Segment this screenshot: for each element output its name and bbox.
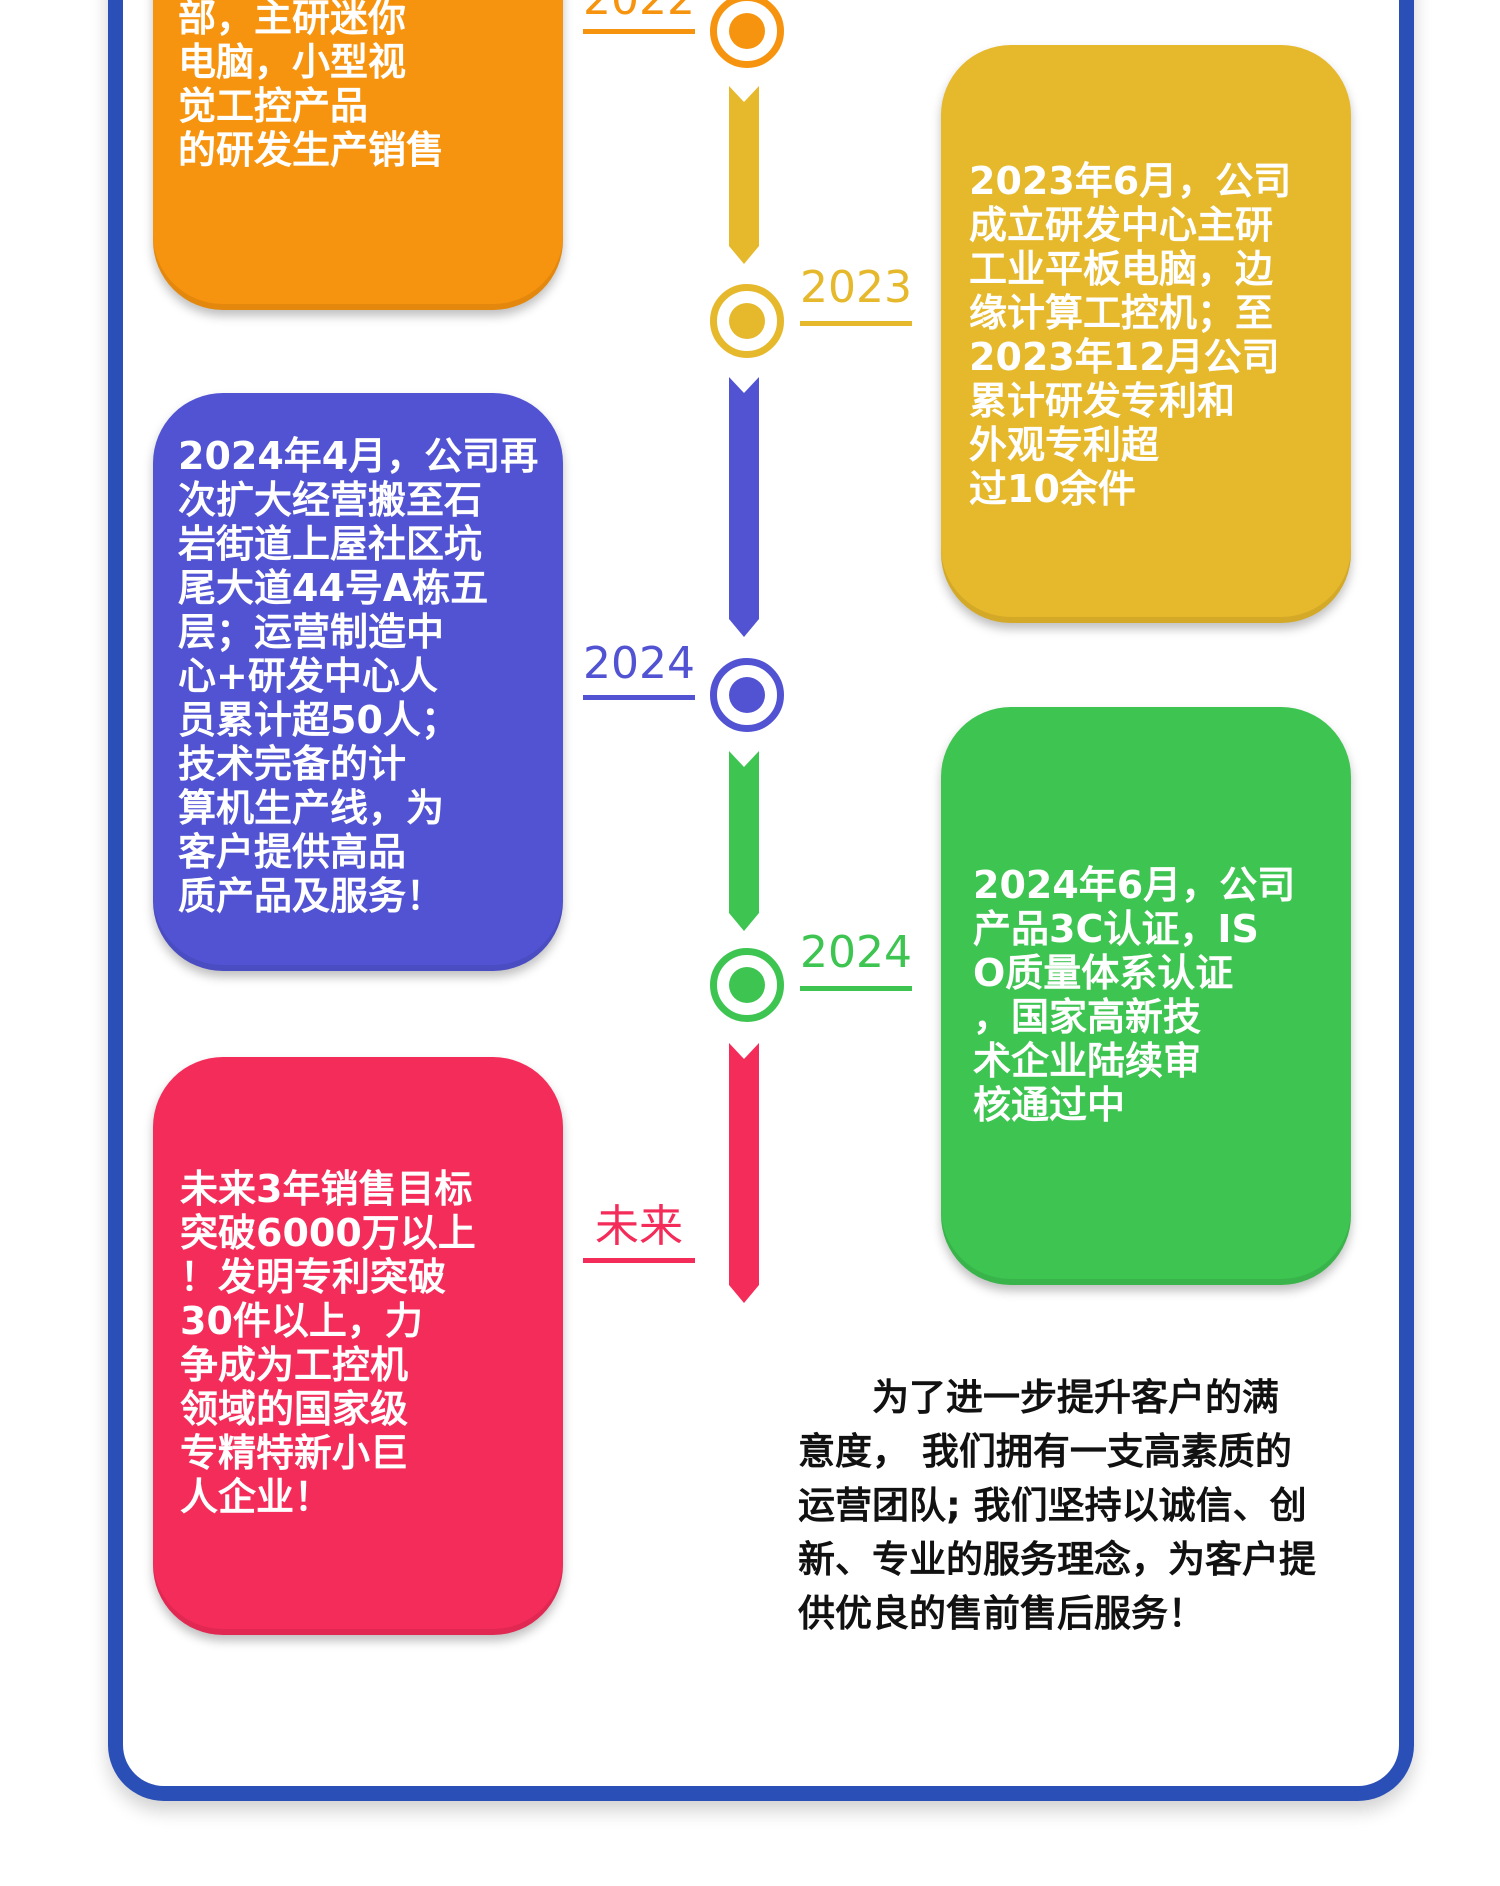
milestone-card-2022: 部，主研迷你 电脑，小型视 觉工控产品 的研发生产销售 [153,0,563,310]
milestone-text-2022: 部，主研迷你 电脑，小型视 觉工控产品 的研发生产销售 [178,0,445,172]
timeline-segment-2022 [729,86,759,264]
timeline-segment-future [729,1043,759,1303]
year-underline-future [583,1258,695,1263]
year-label-2023: 2023 [800,262,912,313]
milestone-text-2024b: 2024年6月，公司 产品3C认证，IS O质量体系认证 ，国家高新技 术企业陆… [973,863,1296,1127]
milestone-card-2024: 2024年4月，公司再 次扩大经营搬至石 岩街道上屋社区坑 尾大道44号A栋五 … [153,393,563,971]
year-underline-2023 [800,321,912,326]
timeline-dot-2024 [710,658,784,732]
year-label-2024: 2024 [583,638,695,689]
milestone-card-2024b: 2024年6月，公司 产品3C认证，IS O质量体系认证 ，国家高新技 术企业陆… [941,707,1351,1285]
timeline-dot-2024b [710,948,784,1022]
timeline-dot-2023 [710,284,784,358]
closing-paragraph: 为了进一步提升客户的满 意度， 我们拥有一支高素质的 运营团队; 我们坚持以诚信… [798,1376,1316,1635]
year-underline-2024b [800,986,912,991]
milestone-text-2023: 2023年6月，公司 成立研发中心主研 工业平板电脑，边 缘计算工控机；至 20… [969,159,1292,511]
year-underline-2024 [583,695,695,700]
year-label-2024b: 2024 [800,927,912,978]
milestone-text-future: 未来3年销售目标 突破6000万以上 ！发明专利突破 30件以上，力 争成为工控… [180,1167,476,1519]
milestone-text-2024: 2024年4月，公司再 次扩大经营搬至石 岩街道上屋社区坑 尾大道44号A栋五 … [178,434,539,918]
timeline-dot-2022 [710,0,784,68]
timeline-segment-2024 [729,751,759,931]
milestone-card-2023: 2023年6月，公司 成立研发中心主研 工业平板电脑，边 缘计算工控机；至 20… [941,45,1351,623]
milestone-card-future: 未来3年销售目标 突破6000万以上 ！发明专利突破 30件以上，力 争成为工控… [153,1057,563,1635]
timeline-segment-2023 [729,377,759,637]
year-label-future: 未来 [595,1201,683,1252]
year-label-2022: 2022 [583,0,695,24]
year-underline-2022 [583,29,695,34]
